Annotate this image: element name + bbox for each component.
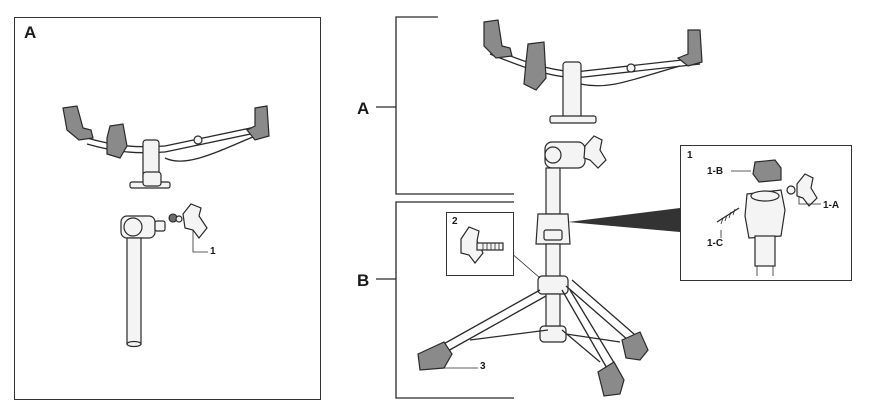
height-clamp-exploded-view	[716, 159, 821, 276]
tilter-wing-bolt	[583, 135, 607, 169]
detail-2-label: 2	[452, 216, 458, 227]
detail-1-label: 1	[687, 150, 693, 161]
wing-bolt-part-1	[182, 203, 208, 239]
snare-basket-illustration-a	[62, 105, 270, 348]
callout-1b-label: 1-B	[707, 166, 724, 177]
leg-foot-right	[621, 331, 649, 361]
panel-a-label: A	[24, 23, 37, 42]
wing-bolt-detail-2	[460, 226, 504, 264]
clamp-wing-bolt-1a	[796, 173, 818, 207]
section-a-bracket	[395, 16, 514, 195]
clamp-cap-1b	[752, 159, 782, 183]
clamp-screw-1c	[716, 207, 740, 223]
leg-foot-left	[417, 341, 453, 371]
callout-3-label: 3	[480, 361, 486, 372]
basket-cup-left-main	[483, 19, 513, 59]
basket-cup-middle	[106, 123, 128, 159]
detail-panel-a: A 1	[14, 17, 321, 400]
detail-pointer-wedge	[568, 208, 680, 232]
section-b-label: B	[357, 271, 370, 290]
detail-panel-2: 2	[446, 212, 514, 276]
callout-1-label: 1	[210, 246, 216, 257]
section-b-bracket	[395, 201, 514, 399]
callout-1c-label: 1-C	[707, 238, 724, 249]
basket-cup-left	[62, 105, 94, 141]
callout-1a-label: 1-A	[823, 200, 840, 211]
clamp-body	[744, 189, 786, 239]
basket-cup-right	[246, 105, 270, 141]
clamp-washer-1a	[786, 185, 796, 195]
leg-foot-front	[597, 361, 625, 397]
basket-cup-middle-main	[523, 41, 547, 91]
section-a-label: A	[357, 99, 370, 118]
basket-cup-right-main	[676, 29, 703, 67]
detail-panel-1: 1 1-B 1-A 1-C	[680, 145, 852, 281]
